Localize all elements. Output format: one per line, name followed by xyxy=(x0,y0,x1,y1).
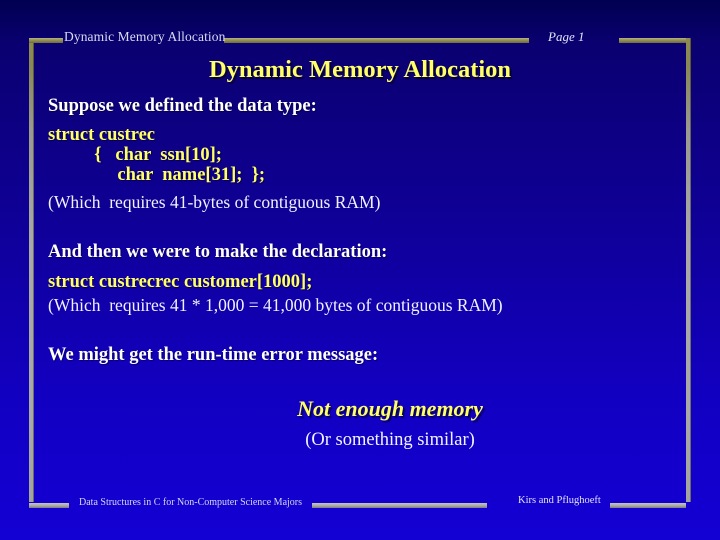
footer-course-name: Data Structures in C for Non-Computer Sc… xyxy=(79,497,303,508)
body-note-2: (Which requires 41 * 1,000 = 41,000 byte… xyxy=(48,294,503,315)
error-message-note: (Or something similar) xyxy=(305,429,475,450)
slide-body: Suppose we defined the data type: struct… xyxy=(48,96,676,451)
body-note-1: (Which requires 41-bytes of contiguous R… xyxy=(48,191,381,212)
code-block-1-line-1: struct custrec xyxy=(48,125,156,145)
frame-left-rule xyxy=(29,38,34,502)
code-block-1-line-3: char name[31]; }; xyxy=(48,164,266,185)
frame-top-left-segment xyxy=(29,38,63,43)
emphasis-block: Not enough memory (Or something similar) xyxy=(48,396,676,451)
footer-authors: Kirs and Pflughoeft xyxy=(518,495,601,506)
code-block-1-line-2: { char ssn[10]; xyxy=(48,144,222,165)
frame-top-middle-segment xyxy=(224,38,529,43)
page-number: Page 1 xyxy=(548,29,585,44)
frame-bottom-middle-segment xyxy=(312,503,487,508)
body-line-3: We might get the run-time error message: xyxy=(48,344,379,365)
frame-top-right-segment xyxy=(619,38,686,43)
frame-bottom-left-segment xyxy=(29,503,69,508)
body-line-1: Suppose we defined the data type: xyxy=(48,96,317,116)
code-block-2: struct custrecrec customer[1000]; xyxy=(48,271,313,292)
slide-title: Dynamic Memory Allocation xyxy=(208,56,512,83)
body-line-2: And then we were to make the declaration… xyxy=(48,241,388,262)
error-message-text: Not enough memory xyxy=(297,395,483,421)
frame-right-rule xyxy=(686,38,691,502)
frame-bottom-right-segment xyxy=(610,503,686,508)
header-title: Dynamic Memory Allocation xyxy=(64,29,226,44)
